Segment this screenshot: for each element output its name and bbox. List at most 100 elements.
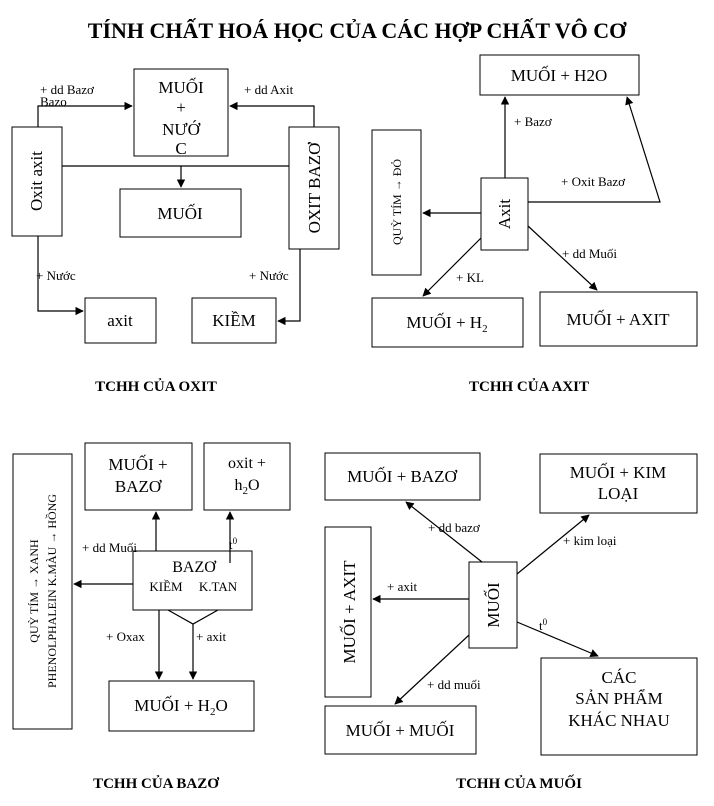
axit-muoi-h2o-box	[479, 54, 640, 96]
bazo-oxit-h2o-o: O	[248, 477, 260, 494]
oxit-muoi-nuoc-line4: C	[175, 139, 186, 158]
axit-section: MUỐI + H2O QUỲ TÍM → ĐỎ Axit MUỐI + H2 M…	[371, 54, 698, 395]
muoi-label-axit: + axit	[387, 579, 417, 594]
oxit-arrow-to-kiem	[277, 249, 301, 326]
oxit-label-nuoc-right: + Nước	[249, 268, 289, 283]
bazo-muoi-bazo-box	[84, 442, 193, 511]
axit-muoi-h2-sub: 2	[482, 323, 488, 335]
axit-label-bazo: + Bazơ	[514, 114, 553, 129]
axit-caption: TCHH CỦA AXIT	[469, 378, 589, 395]
oxit-arrow-axit-to-muoi-nuoc	[37, 101, 133, 127]
bazo-muoi-h2o-end: O	[215, 696, 227, 715]
oxit-arrow-bazo-to-muoi-nuoc	[229, 101, 315, 127]
oxit-muoi-nuoc-line3: NƯỚ	[162, 120, 200, 139]
oxit-label-dd-bazo: + dd Bazơ	[40, 82, 95, 97]
bazo-indicator-line1: QUỲ TÍM → XANH	[27, 539, 41, 643]
bazo-muoi-h2o-sub: 2	[210, 706, 216, 718]
axit-muoi-axit-label: MUỐI + AXIT	[566, 310, 670, 329]
oxit-label-nuoc-left: + Nước	[36, 268, 76, 283]
axit-muoi-h2-main: MUỐI + H	[406, 313, 482, 332]
muoi-muoi-muoi-box	[324, 705, 477, 755]
bazo-label-t: t0	[229, 536, 238, 552]
oxit-muoi-nuoc-line1: MUỐI	[158, 78, 204, 97]
muoi-arrow-to-muoi-bazo	[405, 501, 483, 563]
muoi-muoi-kimloai-line2: LOẠI	[598, 484, 639, 503]
muoi-san-pham-line1: CÁC	[602, 668, 637, 687]
oxit-bazo-label: OXIT BAZƠ	[305, 142, 324, 234]
oxit-muoi-nuoc-line2: +	[176, 98, 186, 117]
muoi-label-kim-loai: + kim loại	[563, 533, 617, 548]
muoi-center-label: MUỐI	[484, 582, 503, 628]
muoi-label-dd-muoi: + dd muối	[427, 677, 481, 692]
bazo-muoi-h2o-label: MUỐI + H2O	[134, 696, 227, 718]
axit-arrow-to-muoi-axit	[527, 225, 598, 291]
bazo-oxit-h2o-box	[203, 442, 291, 511]
axit-muoi-h2-label: MUỐI + H2	[406, 313, 487, 335]
oxit-axit-label: Oxit axit	[27, 151, 46, 211]
oxit-muoi-nuoc-box	[133, 68, 229, 157]
bazo-muoi-bazo-line2: BAZƠ	[115, 477, 162, 496]
muoi-san-pham-box	[540, 657, 698, 756]
bazo-caption: TCHH CỦA BAZƠ	[93, 775, 219, 792]
oxit-kiem-box	[191, 297, 277, 344]
bazo-funnel	[167, 609, 219, 625]
oxit-label-dd-axit: + dd Axit	[244, 82, 294, 97]
bazo-muoi-h2o-box	[108, 680, 255, 732]
bazo-label-oxax: + Oxax	[106, 629, 145, 644]
oxit-caption: TCHH CỦA OXIT	[95, 378, 217, 395]
muoi-muoi-bazo-box	[324, 452, 481, 501]
muoi-arrow-to-kimloai	[516, 514, 590, 575]
oxit-axit-product-box	[84, 297, 157, 344]
axit-label-dd-muoi: + dd Muối	[562, 246, 617, 261]
axit-arrow-oxit-bazo	[528, 96, 661, 203]
bazo-oxit-h2o-sub: 2	[242, 485, 248, 497]
oxit-section: MUỐI + NƯỚ C Oxit axit OXIT BAZƠ MUỐI ax…	[11, 68, 340, 395]
bazo-muoi-h2o-main: MUỐI + H	[134, 696, 210, 715]
bazo-oxit-h2o-h: h	[234, 477, 242, 494]
muoi-muoi-kimloai-box	[539, 453, 698, 514]
axit-center-label: Axit	[495, 199, 514, 230]
muoi-muoi-axit-box	[324, 526, 372, 698]
muoi-muoi-muoi-label: MUỐI + MUỐI	[346, 721, 455, 740]
muoi-label-dd-bazo: + dd bazơ	[428, 520, 481, 535]
muoi-muoi-bazo-label: MUỐI + BAZƠ	[347, 467, 457, 486]
bazo-oxit-h2o-line2: h2O	[234, 477, 259, 497]
muoi-muoi-kimloai-line1: MUỐI + KIM	[570, 463, 666, 482]
oxit-muoi-box	[119, 188, 242, 238]
bazo-indicator-box	[12, 453, 73, 730]
bazo-ktan-label: K.TAN	[199, 579, 238, 594]
axit-quy-tim-box	[371, 129, 422, 276]
axit-arrow-to-muoi-h2	[422, 237, 482, 297]
axit-muoi-h2-box	[371, 297, 524, 348]
muoi-san-pham-line3: KHÁC NHAU	[568, 711, 670, 730]
muoi-center-box	[468, 561, 518, 649]
bazo-oxit-h2o-line1: oxit +	[228, 455, 266, 472]
axit-center-box	[480, 177, 529, 251]
muoi-arrow-to-muoi-muoi	[394, 634, 470, 705]
oxit-axit-box	[11, 126, 63, 237]
bazo-label-t-sup: 0	[233, 536, 238, 546]
axit-muoi-h2o-label: MUỐI + H2O	[511, 66, 607, 85]
bazo-section: QUỲ TÍM → XANH PHENOLPHALEIN K.MÀU → HỒN…	[12, 442, 291, 792]
oxit-axit-product-label: axit	[107, 311, 133, 330]
bazo-muoi-bazo-line1: MUỐI +	[108, 455, 167, 474]
oxit-arrow-to-axit	[37, 236, 84, 316]
axit-label-oxit-bazo: + Oxit Bazơ	[561, 174, 626, 189]
axit-label-kl: + KL	[456, 270, 484, 285]
oxit-muoi-label: MUỐI	[157, 204, 203, 223]
muoi-label-t-sup: 0	[543, 617, 548, 627]
bazo-kiem-label: KIỀM	[149, 579, 183, 594]
muoi-caption: TCHH CỦA MUỐI	[456, 774, 582, 792]
oxit-label-dd-bazo-cut: Bazo	[40, 94, 67, 109]
bazo-center-label: BAZƠ	[172, 559, 217, 576]
bazo-label-axit: + axit	[196, 629, 226, 644]
bazo-center-box	[132, 550, 253, 611]
muoi-section: MUỐI + BAZƠ MUỐI + KIM LOẠI MUỐI + AXIT …	[324, 452, 698, 792]
bazo-label-t-main: t	[229, 537, 233, 552]
muoi-muoi-axit-label: MUỐI + AXIT	[340, 560, 359, 664]
bazo-indicator-line2: PHENOLPHALEIN K.MÀU → HỒNG	[44, 494, 59, 688]
muoi-label-t-main: t	[539, 618, 543, 633]
muoi-arrow-to-san-pham	[516, 621, 599, 657]
axit-quy-tim-label: QUỲ TÍM → ĐỎ	[390, 159, 404, 245]
